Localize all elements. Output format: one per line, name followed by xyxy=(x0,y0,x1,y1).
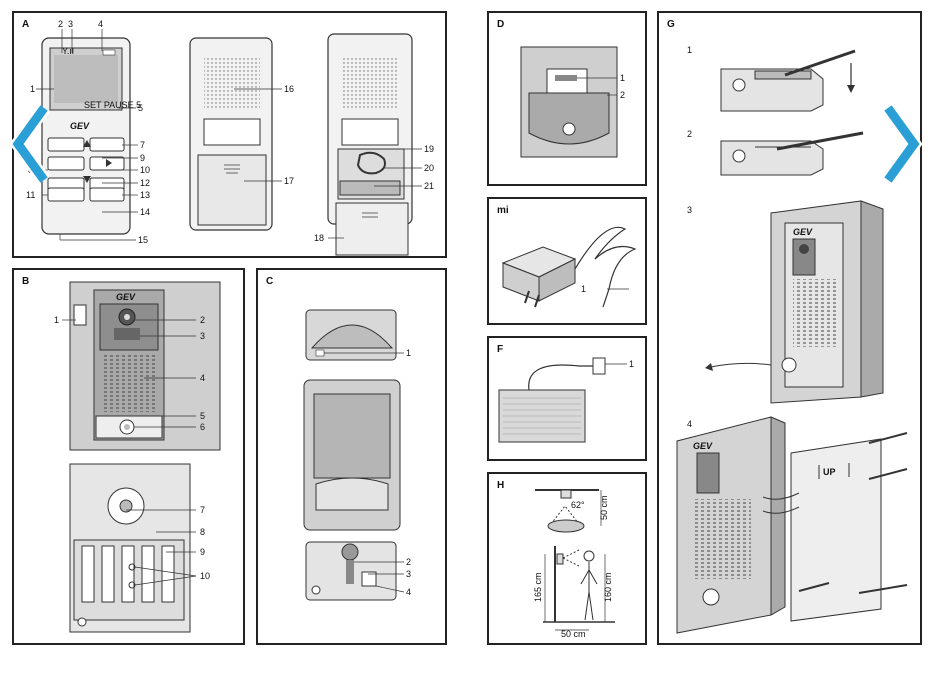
callout-b-8: 8 xyxy=(200,527,205,537)
panel-label-b: B xyxy=(22,276,30,287)
callout-a-1: 1 xyxy=(30,84,35,94)
panel-g-illustration: 1 2 3 GEV xyxy=(676,45,908,634)
brand-logo: GEV xyxy=(70,121,90,131)
panel-label-f: F xyxy=(497,344,504,355)
panel-b: B GEV xyxy=(12,268,245,645)
dim-right: 160 cm xyxy=(603,572,613,602)
callout-c-2: 2 xyxy=(406,557,411,567)
panel-label-c: C xyxy=(266,276,274,287)
step-4-drawing: GEV UP xyxy=(676,416,908,634)
callout-a-9: 9 xyxy=(140,153,145,163)
cover-body xyxy=(303,379,401,531)
callout-a-7: 7 xyxy=(140,140,145,150)
callout-b-7: 7 xyxy=(200,505,205,515)
panel-label-mi: mi xyxy=(497,205,509,216)
dim-bottom: 50 cm xyxy=(561,629,586,639)
panel-d-illustration: 1 2 xyxy=(520,46,625,158)
callout-a-21: 21 xyxy=(424,181,434,191)
callout-a-16: 16 xyxy=(284,84,294,94)
callout-a-20: 20 xyxy=(424,163,434,173)
callout-a-2: 2 xyxy=(58,19,63,29)
panel-mi-illustration: 1 xyxy=(501,226,637,308)
panel-mi: mi 1 xyxy=(487,197,647,325)
callout-a-14: 14 xyxy=(140,207,150,217)
callout-b-3: 3 xyxy=(200,331,205,341)
callout-b-10: 10 xyxy=(200,571,210,581)
door-brand: GEV xyxy=(116,292,136,302)
panel-h-illustration: 62° 50 cm 165 cm 160 cm 50 cm xyxy=(533,489,615,639)
panel-g: G 1 2 3 GEV xyxy=(657,11,922,645)
callout-f-1: 1 xyxy=(629,359,634,369)
next-page-button[interactable] xyxy=(878,102,923,186)
handset-front: Y.ıl SET PAUSE 5 GEV xyxy=(41,37,141,235)
panel-label-h: H xyxy=(497,480,505,491)
callout-b-2: 2 xyxy=(200,315,205,325)
step-1-drawing xyxy=(720,49,856,112)
chevron-right-icon xyxy=(882,103,923,185)
step-2-drawing xyxy=(720,131,864,176)
callout-a-17: 17 xyxy=(284,176,294,186)
dim-top: 50 cm xyxy=(599,495,609,520)
panel-c-illustration: 1 2 3 4 xyxy=(303,309,411,601)
panel-b-illustration: GEV xyxy=(54,281,221,633)
callout-d-2: 2 xyxy=(620,90,625,100)
callout-a-5: 5 xyxy=(138,103,143,113)
callout-c-1: 1 xyxy=(406,348,411,358)
signal-indicator: Y.ıl xyxy=(62,46,74,56)
panel-a: A Y.ıl SET PAUSE 5 GEV xyxy=(12,11,447,258)
handset-battery-open xyxy=(327,33,413,256)
panel-d: D 1 2 xyxy=(487,11,647,186)
panel-a-illustration: Y.ıl SET PAUSE 5 GEV xyxy=(26,19,434,256)
door-station-front: GEV xyxy=(69,281,221,451)
callout-a-13: 13 xyxy=(140,190,150,200)
handset-back xyxy=(189,37,273,231)
step-4-brand: GEV xyxy=(693,441,713,451)
previous-page-button[interactable] xyxy=(9,102,54,186)
dim-left: 165 cm xyxy=(533,572,543,602)
callout-a-4: 4 xyxy=(98,19,103,29)
panel-label-d: D xyxy=(497,19,505,30)
panel-label-g: G xyxy=(667,19,675,30)
step-4-number: 4 xyxy=(687,419,692,429)
chevron-left-icon xyxy=(9,103,50,185)
door-station-back xyxy=(69,463,191,633)
step-1-number: 1 xyxy=(687,45,692,55)
callout-a-18: 18 xyxy=(314,233,324,243)
callout-a-15: 15 xyxy=(138,235,148,245)
panel-h: H 62° 50 cm 165 cm 160 cm 50 cm xyxy=(487,472,647,645)
step-3-drawing: GEV xyxy=(705,200,884,404)
up-label: UP xyxy=(823,467,836,477)
callout-b-6: 6 xyxy=(200,422,205,432)
panel-f: F 1 xyxy=(487,336,647,461)
step-2-number: 2 xyxy=(687,129,692,139)
callout-b-4: 4 xyxy=(200,373,205,383)
step-3-number: 3 xyxy=(687,205,692,215)
callout-c-4: 4 xyxy=(406,587,411,597)
callout-a-10: 10 xyxy=(140,165,150,175)
callout-a-3: 3 xyxy=(68,19,73,29)
callout-b-9: 9 xyxy=(200,547,205,557)
cover-bottom xyxy=(305,541,397,601)
panel-label-a: A xyxy=(22,19,30,30)
callout-b-1: 1 xyxy=(54,315,59,325)
callout-d-1: 1 xyxy=(620,73,625,83)
step-3-brand: GEV xyxy=(793,227,813,237)
callout-c-3: 3 xyxy=(406,569,411,579)
cover-top xyxy=(305,309,397,361)
angle-label: 62° xyxy=(571,500,585,510)
panel-c: C 1 2 3 4 xyxy=(256,268,447,645)
panel-f-illustration: 1 xyxy=(498,357,634,443)
callout-a-12: 12 xyxy=(140,178,150,188)
callout-b-5: 5 xyxy=(200,411,205,421)
screen-text: SET PAUSE 5 xyxy=(84,100,141,110)
callout-a-19: 19 xyxy=(424,144,434,154)
callout-a-11: 11 xyxy=(26,190,35,200)
callout-mi-1: 1 xyxy=(581,284,586,294)
